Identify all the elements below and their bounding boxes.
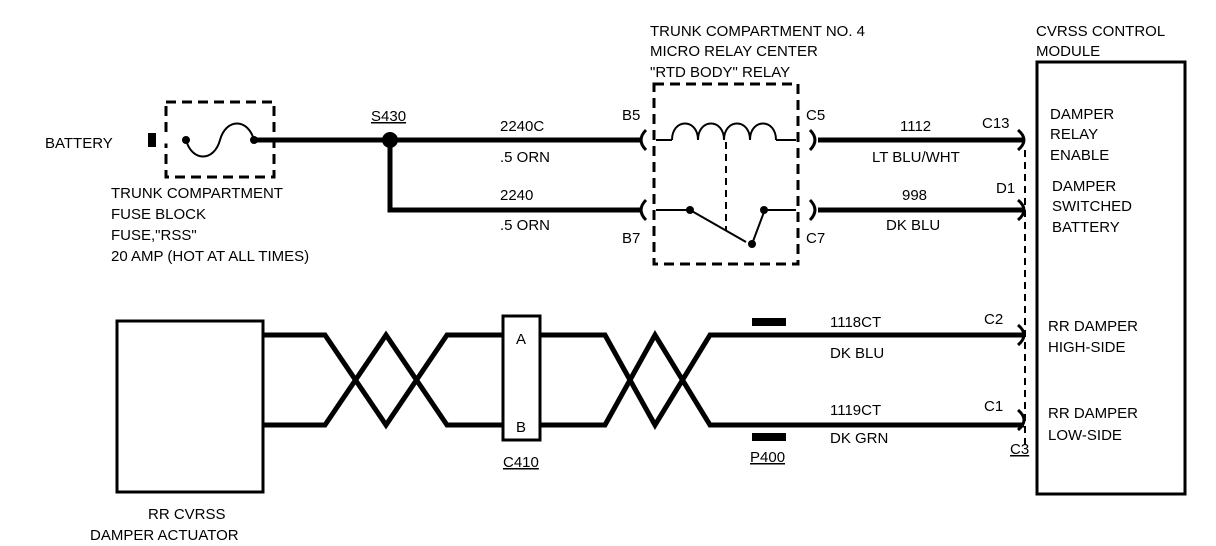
module-relay-enable-3: ENABLE [1050, 147, 1109, 164]
pin-c13-label: C13 [982, 115, 1010, 132]
actuator-label-1: RR CVRSS [148, 506, 226, 523]
damper-actuator-box [115, 319, 265, 494]
module-switched-battery-3: BATTERY [1052, 219, 1120, 236]
connector-c5 [808, 128, 817, 152]
battery-label: BATTERY [45, 135, 113, 152]
pin-d1-label: D1 [996, 180, 1015, 197]
module-relay-enable-1: DAMPER [1050, 106, 1114, 123]
wire-2240c-circuit: 2240C [500, 118, 544, 135]
connector-b5 [639, 128, 648, 152]
pin-c7-label: C7 [806, 230, 825, 247]
wire-1119ct-circuit: 1119CT [830, 402, 881, 419]
fuse-block-label-4: 20 AMP (HOT AT ALL TIMES) [111, 248, 309, 265]
module-switched-battery-2: SWITCHED [1052, 198, 1132, 215]
actuator-label-2: DAMPER ACTUATOR [90, 527, 239, 544]
connector-c7 [808, 198, 817, 222]
pin-b5-label: B5 [622, 107, 640, 124]
wire-1118ct-color: DK BLU [830, 345, 884, 362]
module-relay-enable-2: RELAY [1050, 126, 1098, 143]
splice-label: S430 [371, 108, 406, 125]
switch-arm [689, 209, 747, 243]
module-label-1: CVRSS CONTROL [1036, 23, 1165, 40]
relay-coil-icon [671, 122, 777, 141]
twisted-pair-b-left [263, 330, 503, 428]
wire-2240c-color: .5 ORN [500, 149, 550, 166]
module-high-side-1: RR DAMPER [1048, 318, 1138, 335]
wire-1119ct [540, 330, 1024, 428]
battery-terminal [148, 133, 156, 147]
twisted-pair-a-left [263, 332, 503, 430]
module-label-2: MODULE [1036, 43, 1100, 60]
connector-c3-label: C3 [1010, 441, 1029, 458]
relay-center-label-3: "RTD BODY" RELAY [650, 64, 790, 81]
module-high-side-2: HIGH-SIDE [1048, 339, 1126, 356]
connector-p400-top [752, 318, 786, 326]
wire-1112-circuit: 1112 [900, 118, 931, 135]
wire-998-circuit: 998 [902, 187, 927, 204]
control-module-box [1035, 60, 1187, 496]
wire-2240-color: .5 ORN [500, 217, 550, 234]
wire-1118ct-circuit: 1118CT [830, 314, 881, 331]
switch-contact-link [751, 211, 765, 245]
pin-c2-label: C2 [984, 311, 1003, 328]
connector-b7 [639, 198, 648, 222]
relay-center-label-1: TRUNK COMPARTMENT NO. 4 [650, 23, 865, 40]
fuse-block-label-2: FUSE BLOCK [111, 206, 206, 223]
pin-a-label: A [516, 331, 526, 348]
connector-c410 [501, 314, 542, 442]
wire-1119ct-color: DK GRN [830, 430, 888, 447]
module-low-side-1: RR DAMPER [1048, 405, 1138, 422]
fuse-block-label-1: TRUNK COMPARTMENT [111, 185, 283, 202]
module-low-side-2: LOW-SIDE [1048, 427, 1122, 444]
module-switched-battery-1: DAMPER [1052, 178, 1116, 195]
connector-c13 [1016, 128, 1026, 152]
fuse-block-label-3: FUSE,"RSS" [111, 227, 197, 244]
connector-c410-label: C410 [503, 454, 539, 471]
pin-b-label: B [516, 419, 526, 436]
pin-b7-label: B7 [622, 230, 640, 247]
connector-p400-label: P400 [750, 449, 785, 466]
fuse-element-icon [185, 122, 255, 158]
wire-1118ct [540, 332, 1024, 430]
pin-c5-label: C5 [806, 107, 825, 124]
wire-2240 [387, 140, 640, 213]
connector-p400-bottom [752, 433, 786, 441]
wire-998-color: DK BLU [886, 217, 940, 234]
pin-c1-label: C1 [984, 398, 1003, 415]
wire-1112-color: LT BLU/WHT [872, 149, 960, 166]
wire-2240-circuit: 2240 [500, 187, 533, 204]
relay-center-label-2: MICRO RELAY CENTER [650, 43, 818, 60]
relay-center-box [652, 82, 800, 266]
